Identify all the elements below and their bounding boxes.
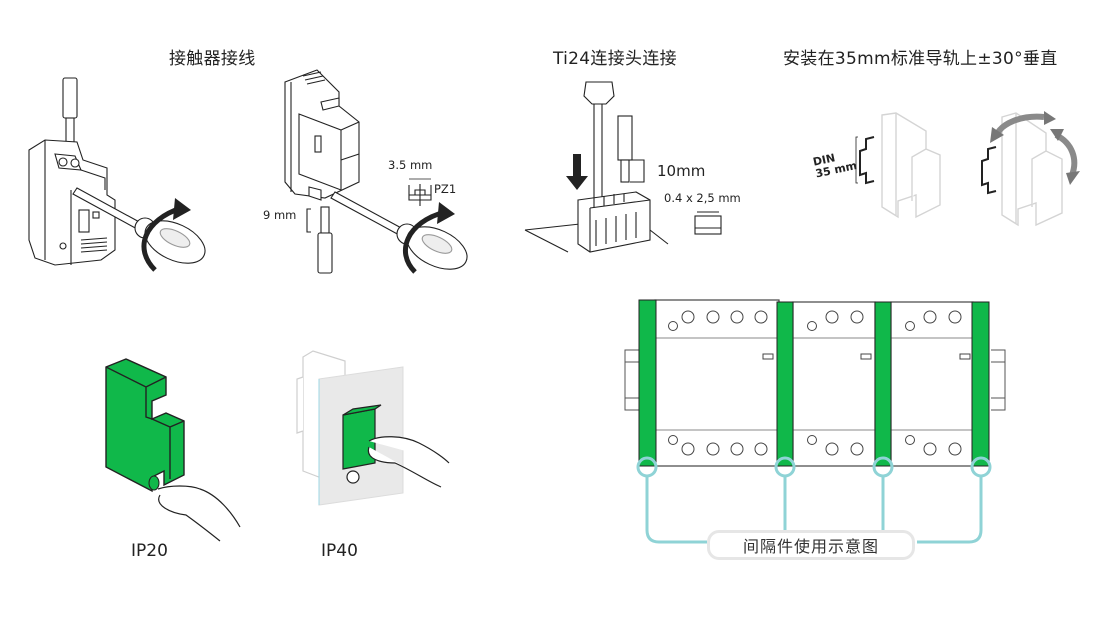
ip40-module-front [342,408,376,470]
rotate-arrow-icon [141,205,182,272]
module-2 [792,301,876,467]
finger-icon [157,485,241,542]
wire-insulation [62,77,78,119]
down-arrow-icon [566,154,588,190]
wire-core [320,206,330,234]
rotate-arrow-icon [402,209,446,274]
ip20-illustration [105,358,241,542]
spacer-diagram [624,299,1006,544]
din-mounting-title: 安装在35mm标准导轨上±30°垂直 [783,49,1058,69]
ip20-label: IP20 [131,541,168,561]
blade-icon [694,215,722,235]
wire-insulation [317,232,333,274]
screwdriver-width-label: 3.5 mm [388,158,433,172]
contactor-wiring-illustration-2 [284,69,468,274]
screwdriver-icon [72,187,206,264]
ip20-module [105,358,185,493]
spacer-caption: 间隔件使用示意图 [742,537,879,556]
screwdriver-icon [583,81,615,105]
spacer-2 [776,301,794,467]
spacer-caption-box: 间隔件使用示意图 [707,530,915,560]
ip40-illustration [296,350,450,506]
finger-icon [367,436,450,488]
contactor-wiring-illustration-1 [28,77,206,272]
ti24-connection-illustration [524,81,722,253]
spacer-4 [971,301,990,467]
ip40-label: IP40 [321,541,358,561]
screwdriver-type-label: PZ1 [434,182,457,196]
contactor-wiring-title: 接触器接线 [169,49,256,69]
wire-core [620,159,630,183]
strip-length-label: 9 mm [263,208,297,222]
wire-insulation [617,115,633,161]
din-mounting-illustration [855,111,1080,227]
spacer-3 [874,301,892,467]
din-rail-icon [859,136,875,185]
module-outline-1 [881,112,941,219]
spacer-1 [638,299,657,467]
ti24-connection-title: Ti24连接头连接 [553,49,677,69]
module-3 [890,301,974,467]
din-rail-icon [981,146,997,195]
ti24-strip-length-label: 10mm [657,162,706,180]
contactor-body [28,139,116,266]
pz1-cross-icon [409,184,431,206]
ti24-blade-size-label: 0.4 x 2,5 mm [664,191,741,205]
screwdriver-icon [330,191,468,270]
